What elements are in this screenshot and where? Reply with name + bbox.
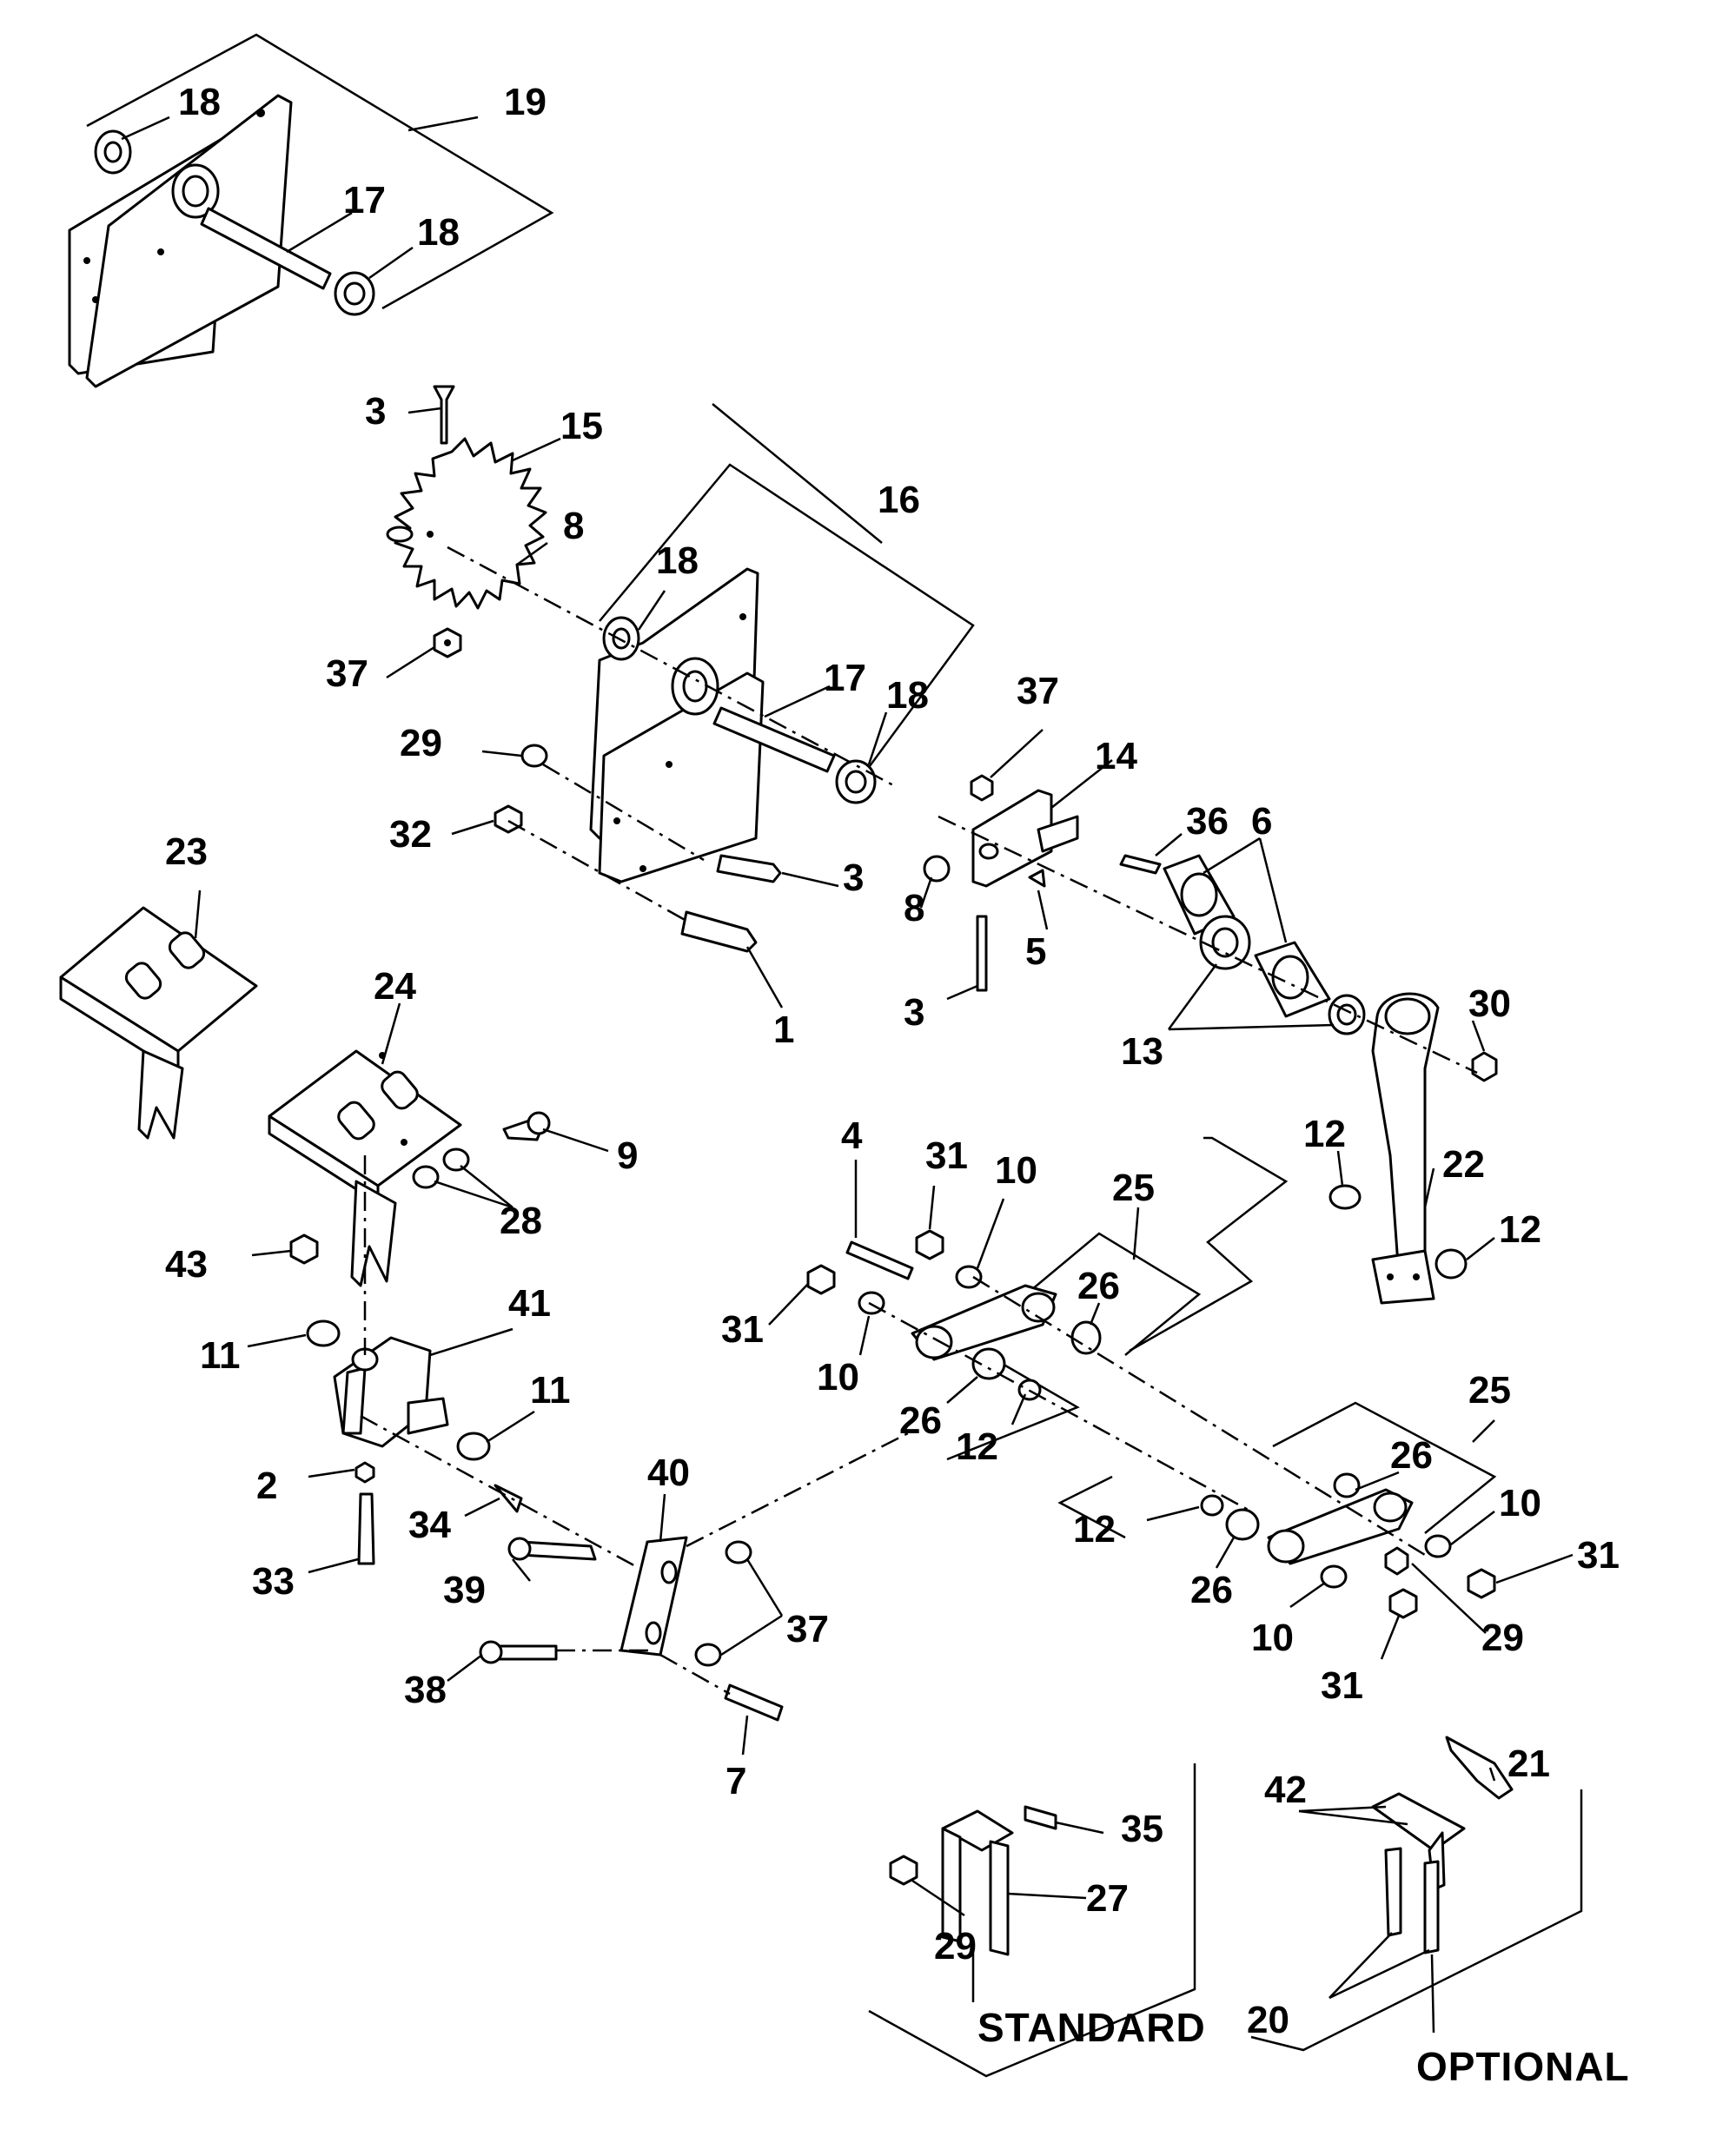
callout-29: 29 <box>934 1925 977 1968</box>
callout-40: 40 <box>647 1452 690 1494</box>
callout-17: 17 <box>343 179 386 222</box>
callout-25: 25 <box>1468 1369 1511 1412</box>
callout-25: 25 <box>1112 1167 1155 1209</box>
callout-37: 37 <box>1017 670 1059 712</box>
callout-35: 35 <box>1121 1808 1163 1850</box>
callout-20: 20 <box>1247 1999 1289 2041</box>
callout-14: 14 <box>1095 735 1137 777</box>
callout-10: 10 <box>1251 1617 1294 1659</box>
callout-31: 31 <box>1577 1534 1620 1577</box>
plate-assembly-16 <box>494 463 975 953</box>
callout-18: 18 <box>656 539 699 582</box>
callout-16: 16 <box>878 479 920 521</box>
caption-optional: OPTIONAL <box>1416 2044 1630 2089</box>
callout-34: 34 <box>408 1504 451 1546</box>
callout-38: 38 <box>404 1669 447 1711</box>
callout-18: 18 <box>417 211 460 254</box>
callout-43: 43 <box>165 1243 208 1286</box>
callout-6: 6 <box>1251 800 1272 843</box>
gearbox-41 <box>306 1319 523 1565</box>
callout-10: 10 <box>1499 1482 1541 1524</box>
callout-30: 30 <box>1468 982 1511 1025</box>
callout-39: 39 <box>443 1569 486 1611</box>
callout-29: 29 <box>400 722 442 764</box>
callout-12: 12 <box>1303 1113 1346 1155</box>
callout-31: 31 <box>721 1308 764 1351</box>
callout-33: 33 <box>252 1560 295 1603</box>
callout-31: 31 <box>925 1134 968 1177</box>
callout-28: 28 <box>500 1200 542 1242</box>
callout-22: 22 <box>1442 1143 1485 1186</box>
caption-standard: STANDARD <box>977 2005 1206 2050</box>
callout-3: 3 <box>904 991 924 1034</box>
callout-29: 29 <box>1481 1617 1524 1659</box>
callout-3: 3 <box>365 390 386 433</box>
callout-8: 8 <box>904 887 924 929</box>
callout-5: 5 <box>1025 930 1046 973</box>
callout-12: 12 <box>1499 1208 1541 1251</box>
callout-1: 1 <box>773 1009 794 1051</box>
callout-7: 7 <box>726 1760 746 1802</box>
callout-26: 26 <box>1190 1569 1233 1611</box>
callout-3: 3 <box>843 856 864 899</box>
callout-11: 11 <box>530 1369 571 1412</box>
callout-9: 9 <box>617 1134 638 1177</box>
leader-lines <box>121 116 1574 2034</box>
callout-36: 36 <box>1186 800 1229 843</box>
callout-11: 11 <box>200 1334 241 1377</box>
optional-kit <box>1250 1736 1583 2052</box>
callout-41: 41 <box>508 1282 551 1325</box>
callout-19: 19 <box>504 81 547 123</box>
callout-24: 24 <box>374 965 416 1008</box>
callout-37: 37 <box>786 1608 829 1650</box>
coupler-14-group <box>923 774 1498 1305</box>
callout-26: 26 <box>1390 1434 1433 1477</box>
standard-kit <box>868 1763 1196 2078</box>
callout-4: 4 <box>841 1114 863 1157</box>
plate-23 <box>59 906 258 1140</box>
callout-21: 21 <box>1507 1743 1550 1785</box>
callout-31: 31 <box>1321 1664 1363 1707</box>
callout-13: 13 <box>1121 1030 1163 1073</box>
callout-37: 37 <box>326 652 368 695</box>
callout-2: 2 <box>256 1465 277 1507</box>
callout-10: 10 <box>995 1149 1037 1192</box>
plate-assembly-19 <box>68 33 554 388</box>
callout-10: 10 <box>817 1356 859 1399</box>
callout-12: 12 <box>956 1425 998 1468</box>
callout-8: 8 <box>563 505 584 547</box>
sprocket-15 <box>386 385 547 658</box>
callout-labels: 19 18 17 18 3 15 8 37 16 18 17 18 29 32 … <box>165 81 1630 2089</box>
callout-27: 27 <box>1086 1877 1129 1920</box>
bracket-40 <box>479 1536 784 1722</box>
callout-23: 23 <box>165 830 208 873</box>
callout-42: 42 <box>1264 1769 1307 1811</box>
callout-32: 32 <box>389 813 432 856</box>
callout-12: 12 <box>1073 1508 1116 1551</box>
linkage-group <box>806 1136 1497 1619</box>
callout-26: 26 <box>1077 1265 1120 1307</box>
callout-17: 17 <box>824 657 866 699</box>
callout-26: 26 <box>899 1399 942 1442</box>
callout-18: 18 <box>178 81 221 123</box>
callout-18: 18 <box>886 674 929 717</box>
callout-15: 15 <box>560 405 603 447</box>
plate-24 <box>268 1049 551 1287</box>
centerlines <box>360 546 1478 1696</box>
